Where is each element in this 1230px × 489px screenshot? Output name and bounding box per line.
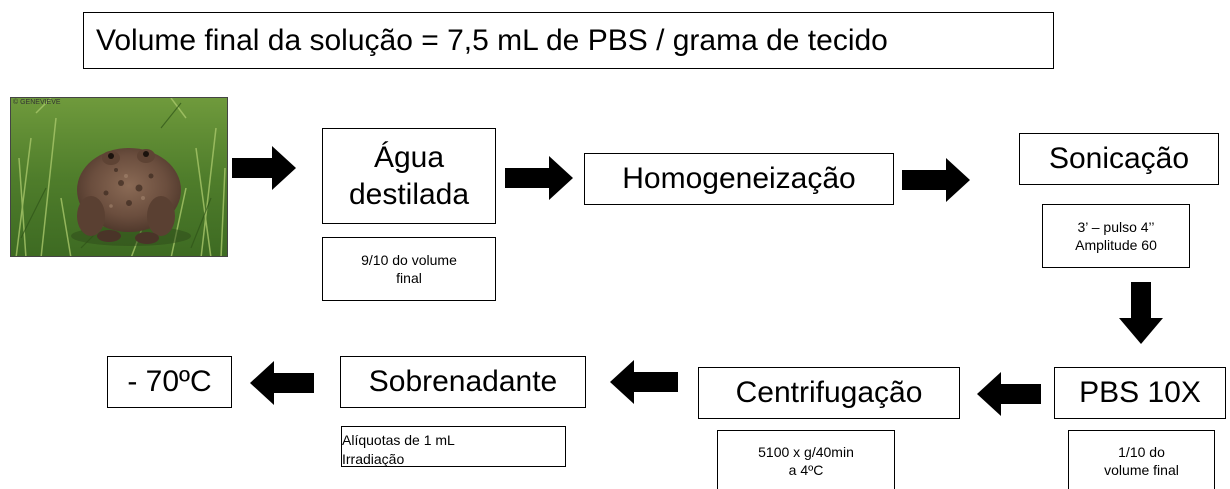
note-centrifugacao: 5100 x g/40min a 4ºC [717, 430, 895, 489]
block-arrow-icon [977, 372, 1041, 416]
note-pbs-line1: 1/10 do [1118, 444, 1165, 460]
step-agua-destilada: Água destilada [322, 128, 496, 224]
note-pbs-line2: volume final [1104, 462, 1179, 479]
block-arrow-icon [902, 158, 970, 202]
note-centrifugacao-line1: 5100 x g/40min [758, 444, 854, 460]
step-homogeneizacao: Homogeneização [584, 153, 894, 205]
step-sonicacao: Sonicação [1019, 133, 1219, 185]
formula-text: Volume final da solução = 7,5 mL de PBS … [96, 23, 888, 57]
formula-box: Volume final da solução = 7,5 mL de PBS … [83, 12, 1054, 69]
note-sobrenadante: Alíquotas de 1 mL Irradiação [341, 426, 566, 467]
centrifugacao-label: Centrifugação [735, 376, 923, 410]
note-sobrenadante-line1: Alíquotas de 1 mL [342, 432, 455, 449]
note-sonicacao: 3’ – pulso 4’’ Amplitude 60 [1042, 204, 1190, 268]
sobrenadante-label: Sobrenadante [368, 365, 558, 399]
homogeneizacao-label: Homogeneização [622, 162, 856, 196]
block-arrow-icon [505, 156, 573, 200]
block-arrow-icon [610, 360, 678, 404]
step-sobrenadante: Sobrenadante [340, 356, 586, 408]
toad-photo: © GENEVIEVE [10, 97, 228, 257]
note-agua-line2: final [396, 270, 422, 286]
step-pbs-10x: PBS 10X [1054, 367, 1226, 419]
note-centrifugacao-line2: a 4ºC [788, 462, 824, 479]
note-agua: 9/10 do volume final [322, 237, 496, 301]
agua-line2: destilada [348, 178, 470, 211]
sonicacao-label: Sonicação [1048, 142, 1190, 176]
block-arrow-icon [232, 146, 296, 190]
pbs-label: PBS 10X [1079, 376, 1201, 410]
photo-credit: © GENEVIEVE [13, 99, 61, 106]
note-pbs: 1/10 do volume final [1068, 430, 1215, 489]
step-centrifugacao: Centrifugação [698, 367, 960, 419]
agua-line1: Água [373, 140, 445, 174]
block-arrow-icon [1119, 282, 1163, 344]
toad-image [11, 98, 227, 256]
storage-label: - 70ºC [127, 365, 212, 399]
step-storage-minus-70: - 70ºC [107, 356, 232, 408]
note-sobrenadante-line2: Irradiação [342, 450, 405, 467]
block-arrow-icon [250, 361, 314, 405]
note-agua-line1: 9/10 do volume [361, 251, 457, 268]
note-sonicacao-line2: Amplitude 60 [1075, 237, 1157, 253]
note-sonicacao-line1: 3’ – pulso 4’’ [1077, 218, 1155, 235]
